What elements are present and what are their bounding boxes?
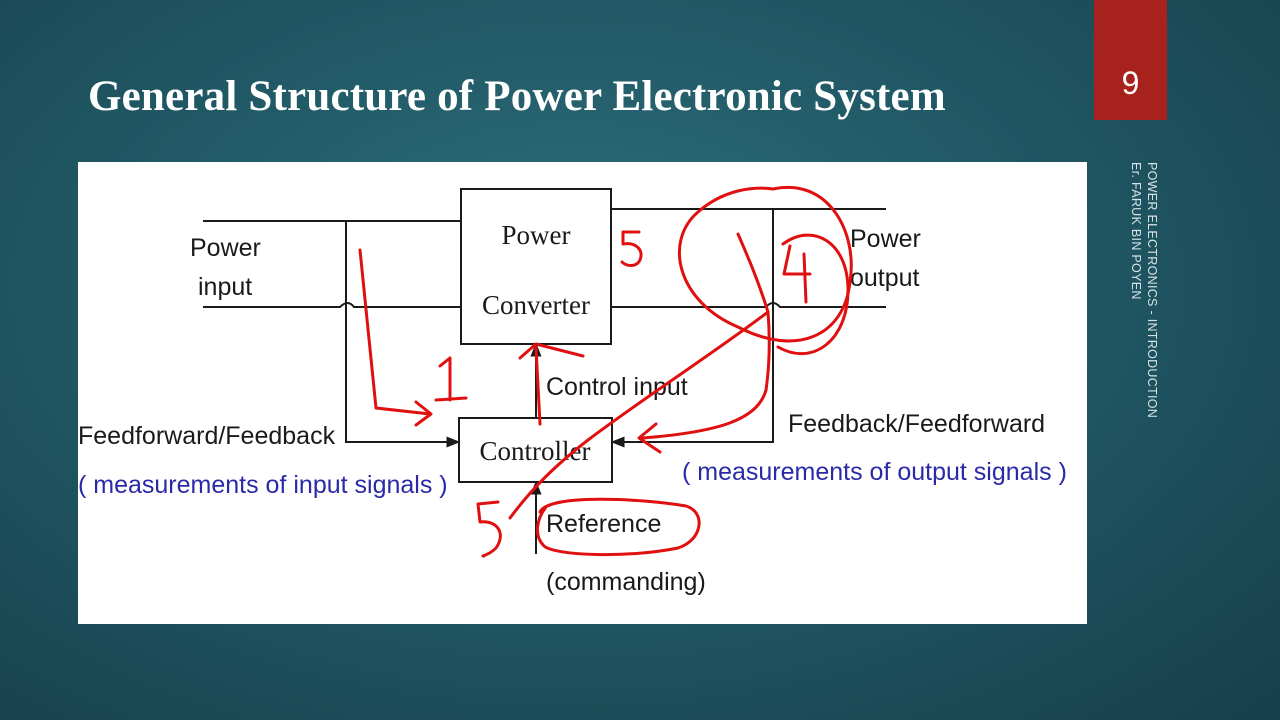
power-input-label-line1: Power [190, 234, 261, 262]
feedforward-left-label: Feedforward/Feedback [78, 422, 336, 450]
power-output-label-line2: output [850, 264, 920, 292]
output-feedback-line [610, 209, 774, 448]
page-number: 9 [1121, 65, 1140, 101]
control-input-label: Control input [546, 373, 688, 401]
ink-arrowhead-input [414, 400, 433, 427]
side-text-course: POWER ELECTRONICS - INTRODUCTION [1145, 162, 1159, 419]
power-output-label-line1: Power [850, 225, 921, 253]
ink-loop-output [677, 185, 853, 343]
ink-arrow-input-to-controller [358, 248, 432, 416]
reference-label: Reference [546, 510, 661, 538]
ink-mark-4-shape [782, 244, 812, 304]
converter-label-line2: Converter [482, 290, 590, 320]
output-measurements-label: ( measurements of output signals ) [682, 458, 1067, 486]
ink-mark-1-shape [434, 356, 468, 402]
ink-feedback-arrow [641, 388, 768, 440]
ink-line-output-to-reference [508, 310, 770, 520]
converter-label-line1: Power [502, 220, 571, 250]
ink-mark-5-top-shape [620, 230, 643, 267]
ink-stroke-control-input [534, 346, 542, 426]
commanding-label: (commanding) [546, 568, 706, 596]
ink-circle-output-junction [776, 233, 850, 356]
input-measurements-label: ( measurements of input signals ) [78, 471, 448, 499]
input-line-bottom [203, 302, 461, 308]
slide-title: General Structure of Power Electronic Sy… [88, 73, 946, 120]
side-text-author: Er. FARUK BIN POYEN [1129, 162, 1143, 300]
ink-mark-5-bottom-shape [476, 500, 502, 558]
handwritten-annotations [358, 185, 853, 558]
diagram-panel: Power Converter Controller Power input P… [78, 162, 1087, 624]
ink-arrowhead-control-input [518, 342, 585, 360]
side-footer-text: POWER ELECTRONICS - INTRODUCTION Er. FAR… [1128, 162, 1160, 418]
ink-arrowhead-feedback [637, 422, 662, 454]
feedback-right-label: Feedback/Feedforward [788, 410, 1045, 438]
page-number-badge: 9 [1094, 0, 1167, 120]
ink-ellipse-reference [536, 497, 701, 557]
power-input-label-line2: input [198, 273, 252, 301]
power-converter-block [460, 188, 612, 345]
ink-stroke-y-shape [736, 232, 771, 392]
block-diagram: Power Converter Controller Power input P… [78, 185, 1067, 596]
input-feedforward-line [345, 221, 461, 448]
